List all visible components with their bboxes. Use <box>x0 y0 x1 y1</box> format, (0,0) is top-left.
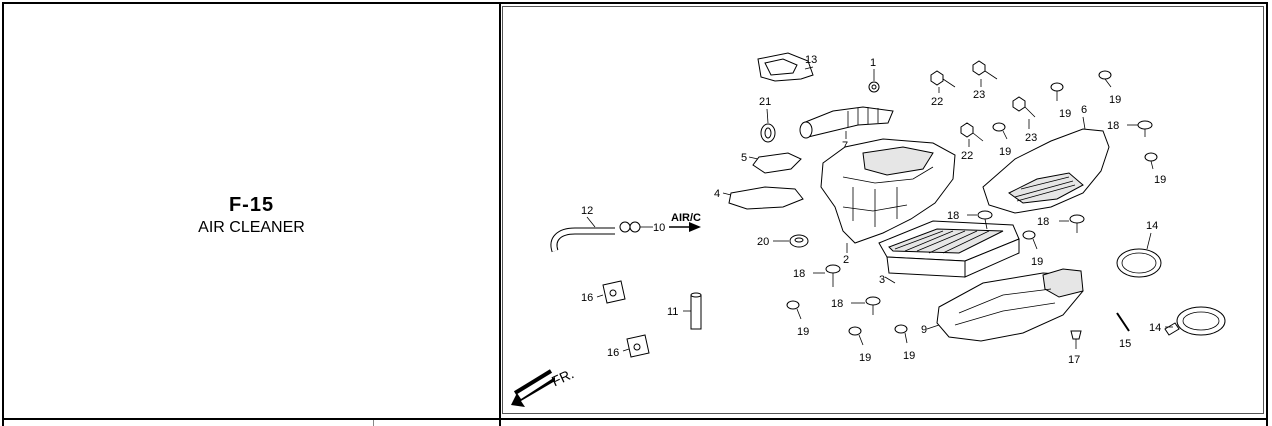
part-19-screw-b[interactable]: 19 <box>1098 70 1121 106</box>
air-cleaner-exploded-view: 13 1 21 <box>511 52 1226 407</box>
part-6-cleaner-cover[interactable]: 6 <box>982 104 1110 214</box>
part-7-intake-duct[interactable]: 7 <box>799 106 894 152</box>
part-3-filter-element[interactable]: 3 <box>878 220 1020 286</box>
part-19-screw-f[interactable]: 19 <box>786 300 809 338</box>
label-19e: 19 <box>1031 256 1043 268</box>
part-18-screw-top[interactable]: 18 <box>1107 120 1153 137</box>
label-11: 11 <box>667 306 678 318</box>
label-18e: 18 <box>831 298 843 310</box>
parts-catalog-frame: F-15 AIR CLEANER 13 1 <box>2 2 1268 420</box>
next-row-edge <box>2 420 1268 426</box>
part-16-pad-lower[interactable]: 16 <box>607 334 650 359</box>
label-21: 21 <box>759 96 771 108</box>
label-9: 9 <box>921 324 927 336</box>
part-18-screw-center[interactable]: 18 <box>947 210 993 230</box>
label-14b: 14 <box>1149 322 1161 334</box>
part-15-screw[interactable]: 15 <box>1116 312 1131 350</box>
label-5: 5 <box>741 152 747 164</box>
label-16a: 16 <box>581 292 593 304</box>
part-1-clip[interactable]: 1 <box>868 57 880 93</box>
air-c-label: AIR/C <box>671 212 701 224</box>
label-20: 20 <box>757 236 769 248</box>
part-19-screw-d[interactable]: 19 <box>1144 152 1166 186</box>
part-23-bolt-lower[interactable]: 23 <box>1012 96 1037 144</box>
label-19g: 19 <box>859 352 871 364</box>
part-14-band-lower[interactable]: 14 <box>1149 306 1226 336</box>
label-19b: 19 <box>1109 94 1121 106</box>
label-6: 6 <box>1081 104 1087 116</box>
label-19c: 19 <box>999 146 1011 158</box>
section-title: AIR CLEANER <box>198 219 305 236</box>
part-11-drain-tube[interactable]: 11 <box>667 292 702 330</box>
part-19-screw-h[interactable]: 19 <box>894 324 915 362</box>
part-5-element-pad[interactable]: 5 <box>741 152 802 174</box>
label-1: 1 <box>870 57 876 69</box>
label-22b: 22 <box>961 150 973 162</box>
label-14a: 14 <box>1146 220 1158 232</box>
air-c-arrow: AIR/C <box>669 212 701 232</box>
part-12-drain-hose[interactable]: 12 <box>550 205 615 253</box>
label-23b: 23 <box>1025 132 1037 144</box>
label-3: 3 <box>879 274 885 286</box>
exploded-diagram: 13 1 21 <box>502 6 1264 414</box>
label-23a: 23 <box>973 89 985 101</box>
label-18b: 18 <box>947 210 959 222</box>
label-12: 12 <box>581 205 593 217</box>
label-10: 10 <box>653 222 665 234</box>
label-19d: 19 <box>1154 174 1166 186</box>
label-13: 13 <box>805 54 817 66</box>
part-16-pad-upper[interactable]: 16 <box>581 280 626 304</box>
part-2-cleaner-case[interactable]: 2 <box>820 138 956 266</box>
label-19a: 19 <box>1059 108 1071 120</box>
part-18-screw-lower[interactable]: 18 <box>831 296 881 315</box>
section-header-cell: F-15 AIR CLEANER <box>4 4 501 418</box>
label-18d: 18 <box>793 268 805 280</box>
label-19h: 19 <box>903 350 915 362</box>
label-19f: 19 <box>797 326 809 338</box>
part-13-intake-cover[interactable]: 13 <box>757 52 817 82</box>
front-label: FR. <box>549 365 576 389</box>
label-18a: 18 <box>1107 120 1119 132</box>
part-10-clip[interactable]: 10 <box>619 221 665 234</box>
label-15: 15 <box>1119 338 1131 350</box>
part-20-clip[interactable]: 20 <box>757 234 809 248</box>
diagram-cell: 13 1 21 <box>501 4 1266 418</box>
part-9-lower-case[interactable]: 9 <box>921 268 1084 342</box>
label-16b: 16 <box>607 347 619 359</box>
part-18-screw-right[interactable]: 18 <box>1037 214 1085 233</box>
front-direction-arrow: FR. <box>511 365 576 407</box>
part-22-bolt-lower[interactable]: 22 <box>960 122 984 162</box>
label-18c: 18 <box>1037 216 1049 228</box>
part-19-screw-g[interactable]: 19 <box>848 326 871 364</box>
label-22a: 22 <box>931 96 943 108</box>
section-code: F-15 <box>228 194 275 216</box>
part-4-element-pad[interactable]: 4 <box>714 186 804 210</box>
part-17-grommet[interactable]: 17 <box>1068 330 1082 366</box>
part-23-bolt-upper[interactable]: 23 <box>972 60 998 101</box>
part-21-band[interactable]: 21 <box>759 96 776 143</box>
part-22-bolt-upper[interactable]: 22 <box>930 70 956 108</box>
part-18-screw-left[interactable]: 18 <box>793 264 841 287</box>
part-14-band-upper[interactable]: 14 <box>1116 220 1162 278</box>
label-17: 17 <box>1068 354 1080 366</box>
label-4: 4 <box>714 188 720 200</box>
part-19-screw-c[interactable]: 19 <box>992 122 1011 158</box>
label-2: 2 <box>843 254 849 266</box>
part-19-screw-a[interactable]: 19 <box>1050 82 1071 120</box>
label-7: 7 <box>842 140 848 152</box>
part-19-screw-e[interactable]: 19 <box>1022 230 1043 268</box>
